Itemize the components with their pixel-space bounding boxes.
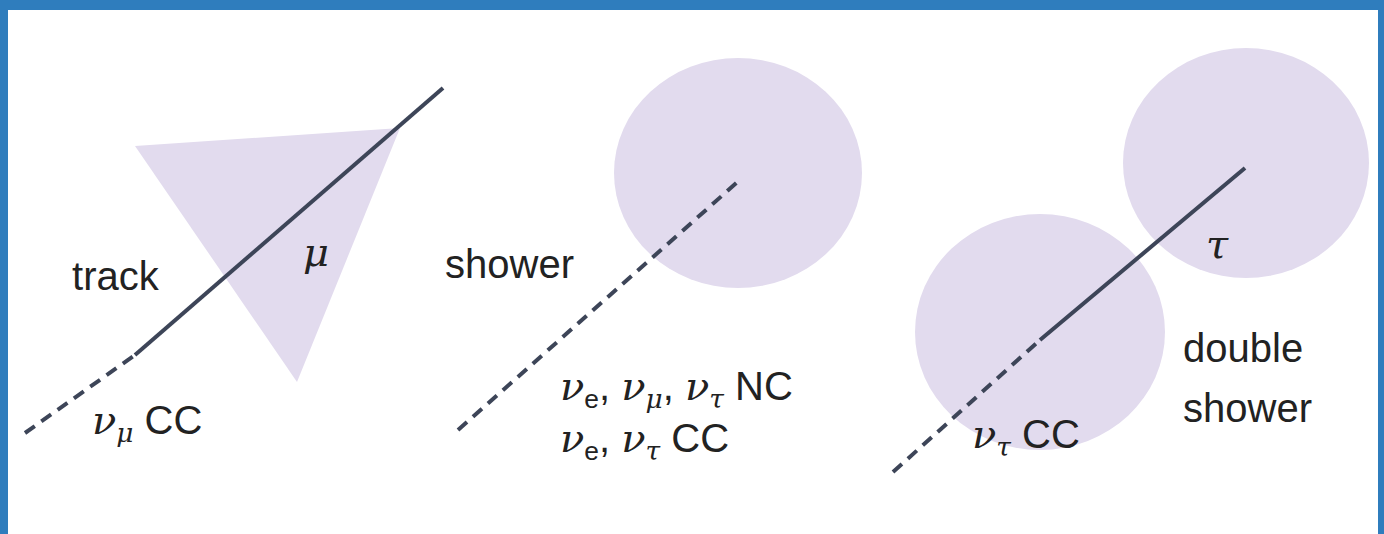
label: νe, ντ CC bbox=[560, 414, 729, 475]
cherenkov-cone bbox=[135, 128, 400, 382]
neutrino-path bbox=[893, 340, 1040, 472]
shower-blob bbox=[614, 58, 862, 288]
slide-panel bbox=[8, 10, 1378, 534]
neutrino-path bbox=[458, 178, 742, 430]
label: ντ CC bbox=[972, 410, 1080, 471]
muon-track bbox=[135, 88, 443, 355]
label: τ bbox=[1206, 220, 1228, 268]
shower-blob bbox=[1123, 48, 1369, 278]
label: double shower bbox=[1183, 318, 1353, 438]
label: νe, νμ, ντ NC bbox=[560, 362, 793, 423]
label: νμ CC bbox=[92, 396, 202, 457]
label: track bbox=[72, 252, 159, 300]
label: shower bbox=[445, 240, 574, 288]
tau-track bbox=[1040, 168, 1245, 340]
label: μ bbox=[303, 228, 329, 276]
